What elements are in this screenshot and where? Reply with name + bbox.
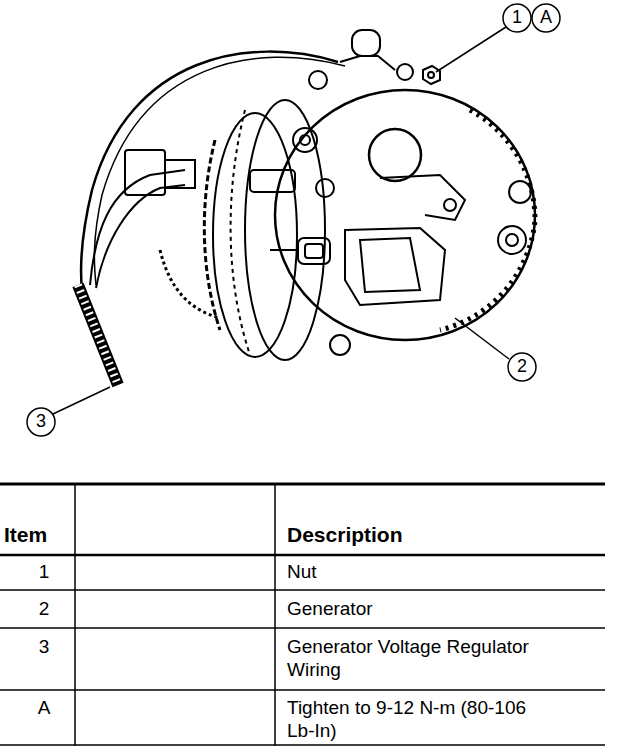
table-cell: 2: [39, 598, 50, 621]
table-cell: 1: [39, 561, 50, 584]
table-cell: Generator Voltage Regulator Wiring: [287, 636, 587, 682]
table-cell: Tighten to 9-12 N-m (80-106 Lb-In): [287, 697, 527, 743]
parts-table: [0, 484, 605, 746]
callout-letter: A: [540, 7, 552, 29]
callout-letter: 1: [512, 7, 522, 29]
table-cell: A: [38, 697, 51, 720]
table-header: Item: [4, 522, 47, 547]
table-header: Description: [287, 522, 403, 547]
callout-number: 3: [36, 411, 46, 433]
table-cell: Generator: [287, 598, 587, 621]
table-cell: Nut: [287, 561, 587, 584]
callout-number: 2: [517, 356, 527, 378]
table-cell: 3: [39, 636, 50, 659]
